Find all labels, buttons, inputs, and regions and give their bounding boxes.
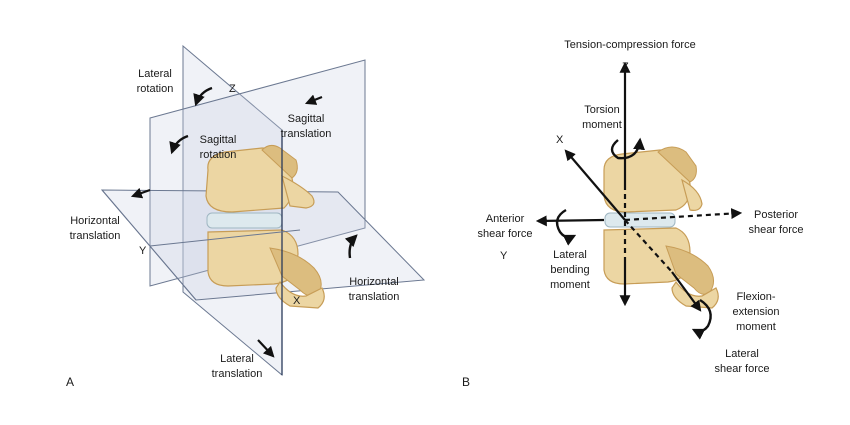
panel-b-letter: B [462, 375, 470, 389]
horizontal-rotation-arrow [344, 234, 358, 259]
lateral-translation-label-2: translation [212, 368, 263, 380]
axis-z-label: Z [229, 83, 236, 95]
y-axis-anterior [535, 215, 605, 227]
lateral-bending-moment-arrow [555, 208, 577, 246]
flexion-extension-label-1: Flexion- [736, 291, 775, 303]
y-axis-posterior [624, 208, 743, 222]
lateral-bending-label-3: moment [550, 279, 590, 291]
flexion-extension-label-2: extension [732, 306, 779, 318]
horizontal-plane-edge [101, 189, 197, 301]
sagittal-rotation-label-2: rotation [200, 149, 237, 161]
panel-a-letter: A [66, 375, 74, 389]
torsion-moment-label-1: Torsion [584, 104, 619, 116]
lateral-translation-label-1: Lateral [220, 353, 254, 365]
lateral-shear-label-2: shear force [714, 363, 769, 375]
y-axis-line [149, 229, 301, 247]
anterior-shear-label-1: Anterior [486, 213, 525, 225]
horizontal-translation-right-label-2: translation [349, 291, 400, 303]
sagittal-rotation-label-1: Sagittal [200, 134, 237, 146]
axis-x-label-b: X [556, 134, 564, 146]
axis-y-label: Y [139, 245, 147, 257]
tension-compression-label: Tension-compression force [564, 39, 695, 51]
sagittal-translation-label-1: Sagittal [288, 113, 325, 125]
panel-a: Lateral rotation Z Sagittal rotation Sag… [66, 44, 426, 389]
sagittal-rotation-arrow [169, 134, 189, 155]
sagittal-translation-label-2: translation [281, 128, 332, 140]
lateral-rotation-label-2: rotation [137, 83, 174, 95]
lateral-bending-label-2: bending [550, 264, 589, 276]
lateral-rotation-arrow [193, 86, 213, 107]
sagittal-translation-arrow [304, 94, 323, 105]
horizontal-translation-left-label-1: Horizontal [70, 215, 120, 227]
x-axis-down [671, 271, 702, 312]
x-axis-hidden [624, 219, 673, 273]
posterior-shear-label-1: Posterior [754, 209, 798, 221]
axis-z-label-b: Z [622, 61, 629, 73]
torsion-moment-label-2: moment [582, 119, 622, 131]
lateral-translation-arrow [257, 339, 275, 358]
horizontal-translation-right-label-1: Horizontal [349, 276, 399, 288]
lateral-rotation-label-1: Lateral [138, 68, 172, 80]
vertebra-a [205, 144, 325, 309]
anterior-shear-label-2: shear force [477, 228, 532, 240]
vertebra-b [603, 146, 719, 309]
flexion-extension-label-3: moment [736, 321, 776, 333]
lateral-shear-label-1: Lateral [725, 348, 759, 360]
x-axis-up [564, 149, 626, 221]
lateral-bending-label-1: Lateral [553, 249, 587, 261]
flexion-extension-moment-arrow [691, 298, 712, 340]
horizontal-translation-left-label-2: translation [70, 230, 121, 242]
axis-y-label-b: Y [500, 250, 508, 262]
horizontal-translation-left-arrow [130, 187, 151, 199]
panel-b: Tension-compression force Z Torsion mome… [462, 39, 804, 389]
torsion-moment-arrow [610, 137, 646, 160]
axis-x-label: X [293, 295, 301, 307]
posterior-shear-label-2: shear force [748, 224, 803, 236]
